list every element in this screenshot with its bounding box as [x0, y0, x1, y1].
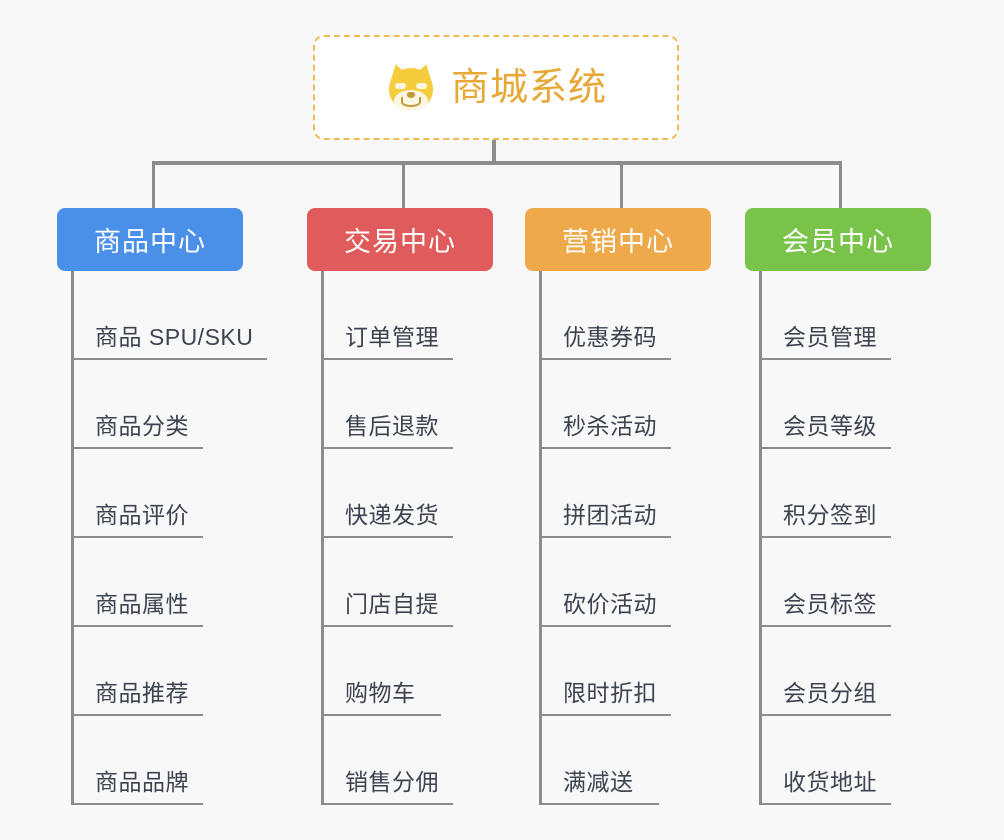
connector-drop-2 — [402, 161, 405, 208]
leaf-label: 砍价活动 — [563, 591, 657, 617]
leaf-label: 购物车 — [345, 680, 416, 706]
leaf-label: 秒杀活动 — [563, 413, 657, 439]
connector-drop-3 — [620, 161, 623, 208]
branch-header-3[interactable]: 营销中心 — [525, 208, 711, 271]
leaf-list-1: 商品 SPU/SKU 商品分类商品评价商品属性商品推荐商品品牌 — [57, 271, 268, 805]
root-title: 商城系统 — [450, 66, 607, 109]
leaf-label: 商品属性 — [95, 591, 189, 617]
leaf-item[interactable]: 快递发货 — [321, 449, 453, 538]
leaf-item[interactable]: 销售分佣 — [321, 716, 453, 805]
leaf-label: 会员等级 — [783, 413, 877, 439]
leaf-label: 积分签到 — [783, 502, 877, 528]
connector-horizontal-bus — [152, 161, 842, 165]
branch-trunk-2 — [321, 271, 324, 805]
leaf-item[interactable]: 商品评价 — [71, 449, 203, 538]
leaf-label: 收货地址 — [783, 769, 877, 795]
branch-header-2[interactable]: 交易中心 — [307, 208, 493, 271]
leaf-item[interactable]: 订单管理 — [321, 271, 453, 360]
leaf-list-4: 会员管理会员等级积分签到会员标签会员分组收货地址 — [745, 271, 931, 805]
branch-column-4: 会员中心会员管理会员等级积分签到会员标签会员分组收货地址 — [745, 208, 931, 805]
leaf-label: 拼团活动 — [563, 502, 657, 528]
leaf-label: 会员分组 — [783, 680, 877, 706]
leaf-label: 订单管理 — [345, 324, 439, 350]
leaf-item[interactable]: 售后退款 — [321, 360, 453, 449]
root-node-shop-system[interactable]: 商城系统 — [313, 35, 679, 140]
leaf-item[interactable]: 收货地址 — [759, 716, 891, 805]
leaf-item[interactable]: 会员管理 — [759, 271, 891, 360]
leaf-label: 快递发货 — [345, 502, 439, 528]
leaf-label: 会员管理 — [783, 324, 877, 350]
shiba-inu-dog-face-icon — [385, 60, 437, 112]
leaf-item[interactable]: 满减送 — [539, 716, 659, 805]
branch-column-1: 商品中心商品 SPU/SKU 商品分类商品评价商品属性商品推荐商品品牌 — [57, 208, 268, 805]
leaf-item[interactable]: 砍价活动 — [539, 538, 671, 627]
leaf-item[interactable]: 门店自提 — [321, 538, 453, 627]
leaf-label: 商品 SPU/SKU — [95, 324, 254, 350]
leaf-item[interactable]: 商品推荐 — [71, 627, 203, 716]
branch-trunk-3 — [539, 271, 542, 805]
leaf-item[interactable]: 商品品牌 — [71, 716, 203, 805]
leaf-label: 会员标签 — [783, 591, 877, 617]
leaf-list-3: 优惠券码秒杀活动拼团活动砍价活动限时折扣满减送 — [525, 271, 711, 805]
leaf-label: 限时折扣 — [563, 680, 657, 706]
leaf-label: 商品评价 — [95, 502, 189, 528]
leaf-item[interactable]: 秒杀活动 — [539, 360, 671, 449]
branch-header-1[interactable]: 商品中心 — [57, 208, 243, 271]
leaf-label: 满减送 — [563, 769, 634, 795]
leaf-item[interactable]: 限时折扣 — [539, 627, 671, 716]
leaf-item[interactable]: 商品 SPU/SKU — [71, 271, 268, 360]
leaf-item[interactable]: 会员等级 — [759, 360, 891, 449]
branch-column-3: 营销中心优惠券码秒杀活动拼团活动砍价活动限时折扣满减送 — [525, 208, 711, 805]
leaf-label: 商品推荐 — [95, 680, 189, 706]
leaf-item[interactable]: 会员分组 — [759, 627, 891, 716]
connector-drop-4 — [839, 161, 842, 208]
leaf-item[interactable]: 商品分类 — [71, 360, 203, 449]
branch-trunk-1 — [71, 271, 74, 805]
branch-header-4[interactable]: 会员中心 — [745, 208, 931, 271]
leaf-item[interactable]: 拼团活动 — [539, 449, 671, 538]
leaf-item[interactable]: 商品属性 — [71, 538, 203, 627]
leaf-label: 门店自提 — [345, 591, 439, 617]
branch-column-2: 交易中心订单管理售后退款快递发货门店自提购物车销售分佣 — [307, 208, 493, 805]
leaf-item[interactable]: 积分签到 — [759, 449, 891, 538]
leaf-item[interactable]: 优惠券码 — [539, 271, 671, 360]
branch-trunk-4 — [759, 271, 762, 805]
connector-drop-1 — [152, 161, 155, 208]
connector-root-stem — [492, 140, 496, 164]
leaf-label: 优惠券码 — [563, 324, 657, 350]
leaf-list-2: 订单管理售后退款快递发货门店自提购物车销售分佣 — [307, 271, 493, 805]
leaf-label: 商品分类 — [95, 413, 189, 439]
leaf-label: 售后退款 — [345, 413, 439, 439]
leaf-label: 销售分佣 — [345, 769, 439, 795]
leaf-label: 商品品牌 — [95, 769, 189, 795]
leaf-item[interactable]: 会员标签 — [759, 538, 891, 627]
leaf-item[interactable]: 购物车 — [321, 627, 441, 716]
